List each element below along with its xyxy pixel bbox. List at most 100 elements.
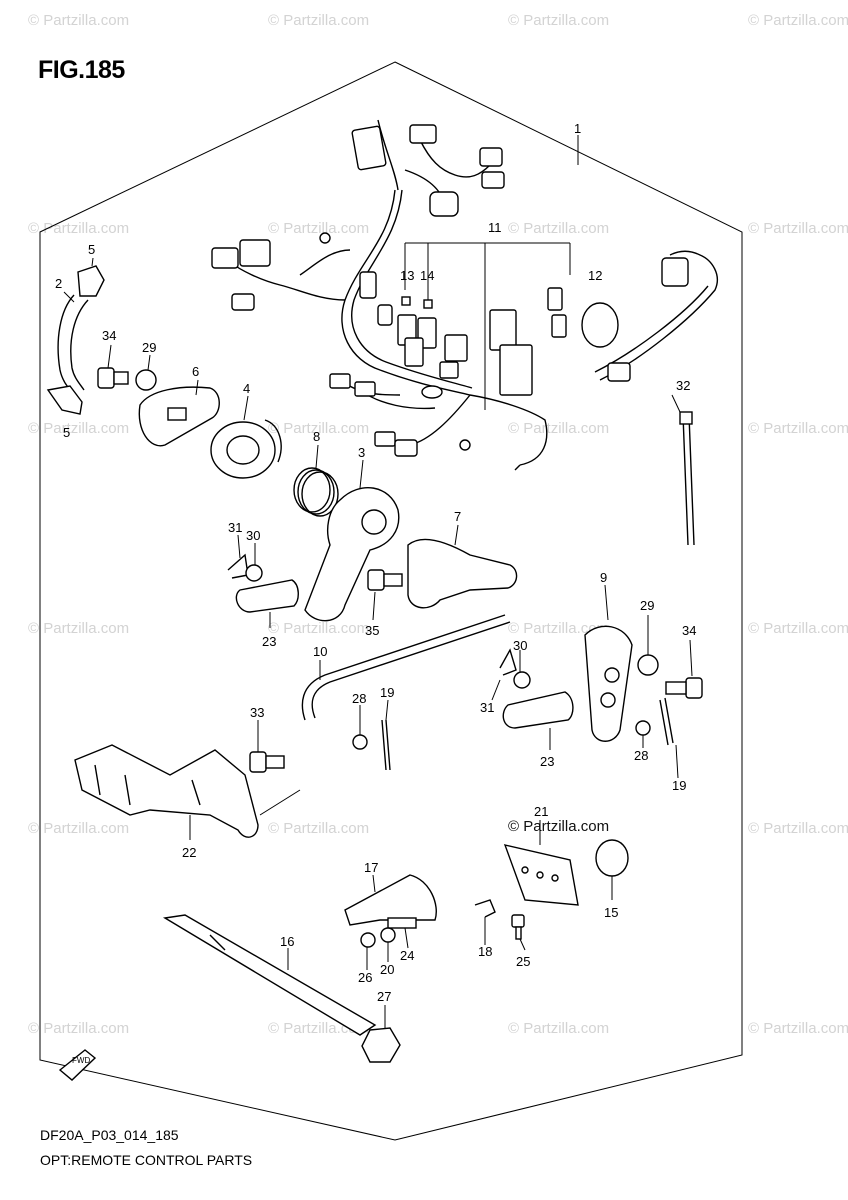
callout-29-left: 29 bbox=[142, 340, 156, 355]
callout-11: 11 bbox=[488, 220, 502, 235]
callout-9: 9 bbox=[600, 570, 607, 585]
fwd-arrow-icon: FWD bbox=[58, 1049, 97, 1081]
callout-8: 8 bbox=[313, 429, 320, 444]
watermark: © Partzilla.com bbox=[748, 620, 848, 637]
part-9-lever bbox=[584, 625, 633, 742]
callout-7: 7 bbox=[454, 509, 461, 524]
callout-4: 4 bbox=[243, 381, 250, 396]
part-4-gear bbox=[210, 419, 282, 479]
callout-33: 33 bbox=[250, 705, 264, 720]
part-20-washer bbox=[380, 927, 396, 943]
part-24-stud bbox=[387, 917, 417, 929]
watermark: © Partzilla.com bbox=[268, 620, 370, 637]
part-29-washer bbox=[135, 369, 157, 391]
watermark-prominent: © Partzilla.com bbox=[508, 818, 610, 835]
part-31-clip-left bbox=[227, 553, 249, 579]
callout-28-left: 28 bbox=[352, 691, 366, 706]
callout-34-left: 34 bbox=[102, 328, 116, 343]
callout-12: 12 bbox=[588, 268, 602, 283]
watermark: © Partzilla.com bbox=[28, 820, 130, 837]
watermark: © Partzilla.com bbox=[268, 12, 370, 29]
watermark: © Partzilla.com bbox=[748, 12, 848, 29]
part-2-hose bbox=[57, 294, 89, 393]
watermark: © Partzilla.com bbox=[28, 420, 130, 437]
watermark: © Partzilla.com bbox=[28, 220, 130, 237]
callout-31-left: 31 bbox=[228, 520, 242, 535]
part-27-nut bbox=[361, 1027, 401, 1063]
watermark: © Partzilla.com bbox=[748, 820, 848, 837]
part-30-washer-left bbox=[245, 564, 263, 582]
watermark: © Partzilla.com bbox=[28, 620, 130, 637]
part-6-plate bbox=[138, 386, 220, 447]
callout-26: 26 bbox=[358, 970, 372, 985]
watermark: © Partzilla.com bbox=[748, 420, 848, 437]
part-19-pin-right bbox=[659, 697, 674, 746]
part-19-pin-left bbox=[381, 719, 391, 771]
svg-text:FWD: FWD bbox=[72, 1056, 90, 1065]
part-34-bolt bbox=[97, 367, 129, 389]
part-29-washer-right bbox=[637, 654, 659, 676]
watermark: © Partzilla.com bbox=[268, 220, 370, 237]
callout-27: 27 bbox=[377, 989, 391, 1004]
callout-18: 18 bbox=[478, 944, 492, 959]
watermark: © Partzilla.com bbox=[28, 1020, 130, 1037]
part-35-bolt bbox=[367, 569, 403, 591]
part-28-washer-right bbox=[635, 720, 651, 736]
part-28-washer-left bbox=[352, 734, 368, 750]
watermark: © Partzilla.com bbox=[268, 820, 370, 837]
figure-title: FIG.185 bbox=[38, 56, 125, 84]
watermark: © Partzilla.com bbox=[508, 220, 610, 237]
part-25-screw bbox=[511, 914, 525, 940]
callout-35: 35 bbox=[365, 623, 379, 638]
watermark: © Partzilla.com bbox=[748, 220, 848, 237]
part-30-washer-right bbox=[513, 671, 531, 689]
callout-31-right: 31 bbox=[480, 700, 494, 715]
watermark: © Partzilla.com bbox=[508, 420, 610, 437]
callout-3: 3 bbox=[358, 445, 365, 460]
watermark: © Partzilla.com bbox=[508, 12, 610, 29]
part-16-shaft bbox=[162, 914, 377, 1036]
part-23-link-right bbox=[502, 691, 574, 729]
part-21-plate bbox=[503, 844, 579, 906]
callout-19-left: 19 bbox=[380, 685, 394, 700]
part-15-plug bbox=[595, 839, 629, 877]
part-22-bracket bbox=[74, 744, 259, 838]
watermark: © Partzilla.com bbox=[28, 12, 130, 29]
callout-24: 24 bbox=[400, 948, 414, 963]
callout-23-right: 23 bbox=[540, 754, 554, 769]
part-3-lever bbox=[304, 486, 400, 622]
watermark: © Partzilla.com bbox=[268, 420, 370, 437]
figure-name: OPT:REMOTE CONTROL PARTS bbox=[40, 1152, 253, 1168]
part-18-clip bbox=[474, 899, 496, 918]
callout-13: 13 bbox=[400, 268, 414, 283]
part-23-link-left bbox=[235, 579, 299, 613]
callout-17: 17 bbox=[364, 860, 378, 875]
callout-23-left: 23 bbox=[262, 634, 276, 649]
callout-5-bottom: 5 bbox=[63, 425, 70, 440]
callout-30-right: 30 bbox=[513, 638, 527, 653]
callout-32: 32 bbox=[676, 378, 690, 393]
callout-25: 25 bbox=[516, 954, 530, 969]
part-10-rod bbox=[301, 614, 511, 721]
part-32-tie bbox=[679, 411, 695, 546]
callout-10: 10 bbox=[313, 644, 327, 659]
watermark: © Partzilla.com bbox=[508, 620, 610, 637]
callout-20: 20 bbox=[380, 962, 394, 977]
callout-22: 22 bbox=[182, 845, 196, 860]
callout-2: 2 bbox=[55, 276, 62, 291]
diagram-boundary bbox=[39, 61, 743, 1141]
callout-16: 16 bbox=[280, 934, 294, 949]
figure-code: DF20A_P03_014_185 bbox=[40, 1127, 179, 1143]
callout-1: 1 bbox=[574, 121, 581, 136]
leader-lines bbox=[63, 135, 693, 1028]
part-26-nut bbox=[360, 932, 376, 948]
callout-29-right: 29 bbox=[640, 598, 654, 613]
callout-34-right: 34 bbox=[682, 623, 696, 638]
callout-15: 15 bbox=[604, 905, 618, 920]
callout-30-left: 30 bbox=[246, 528, 260, 543]
callout-19-right: 19 bbox=[672, 778, 686, 793]
part-34-bolt-right bbox=[665, 677, 703, 699]
callout-6: 6 bbox=[192, 364, 199, 379]
part-5-top bbox=[77, 265, 105, 297]
